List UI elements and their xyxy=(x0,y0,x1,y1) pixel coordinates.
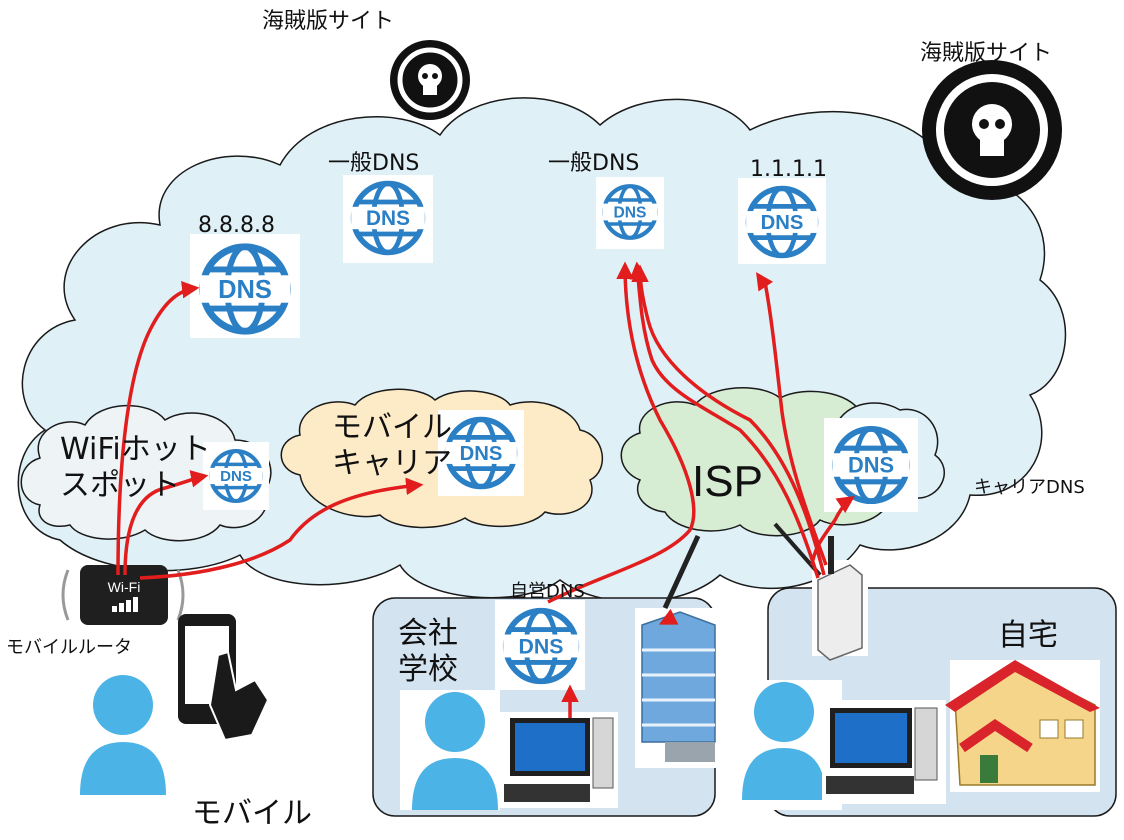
wifi-hotspot-label: WiFiホット スポット xyxy=(60,432,211,503)
home-label: 自宅 xyxy=(998,618,1058,653)
arrow-home-to-general-dns xyxy=(629,261,820,579)
office-building-icon xyxy=(635,608,723,768)
mobile-router-label: モバイルルータ xyxy=(6,637,132,658)
arrow-self-dns-to-general-dns xyxy=(547,261,696,604)
arrow-home-to-general-dns-2 xyxy=(631,264,826,576)
wifi-device-text: Wi-Fi xyxy=(108,579,141,595)
home-router-icon xyxy=(812,536,868,661)
user-company-icon xyxy=(400,690,500,810)
desktop-pc-company-icon xyxy=(500,712,618,808)
isp-link-company xyxy=(662,534,701,610)
mobile-router-icon: Wi-Fi xyxy=(61,565,185,625)
cloudflare-dns-label: 1.1.1.1 xyxy=(750,157,827,182)
desktop-pc-home-icon xyxy=(822,700,946,804)
general-dns-1-label: 一般DNS xyxy=(328,151,420,176)
pirate-site-right-label: 海賊版サイト xyxy=(920,41,1053,66)
smartphone-icon xyxy=(178,614,270,742)
house-icon xyxy=(945,660,1100,792)
arrow-router-to-hotspot-dns xyxy=(123,470,209,576)
arrow-router-to-google-dns xyxy=(116,281,200,576)
user-mobile-icon xyxy=(80,675,166,795)
google-dns-label: 8.8.8.8 xyxy=(198,213,275,238)
arrow-router-to-carrier-dns xyxy=(139,477,424,580)
arrow-isp-to-building xyxy=(658,608,679,625)
mobile-carrier-label: モバイル キャリア xyxy=(332,410,452,481)
general-dns-2-label: 一般DNS xyxy=(548,151,640,176)
pirate-site-left-icon xyxy=(390,40,470,120)
company-school-label: 会社 学校 xyxy=(398,616,458,687)
pirate-site-left-label: 海賊版サイト xyxy=(262,9,395,34)
isp-link-home xyxy=(773,522,822,577)
arrow-home-to-carrier-dns xyxy=(810,496,855,566)
isp-label: ISP xyxy=(692,457,763,506)
carrier-dns-label: キャリアDNS xyxy=(974,477,1085,498)
arrow-home-to-cloudflare-dns xyxy=(756,272,828,566)
mobile-label: モバイル xyxy=(192,796,312,831)
self-dns-label: 自営DNS xyxy=(510,581,585,602)
pirate-site-right-icon xyxy=(922,60,1062,200)
